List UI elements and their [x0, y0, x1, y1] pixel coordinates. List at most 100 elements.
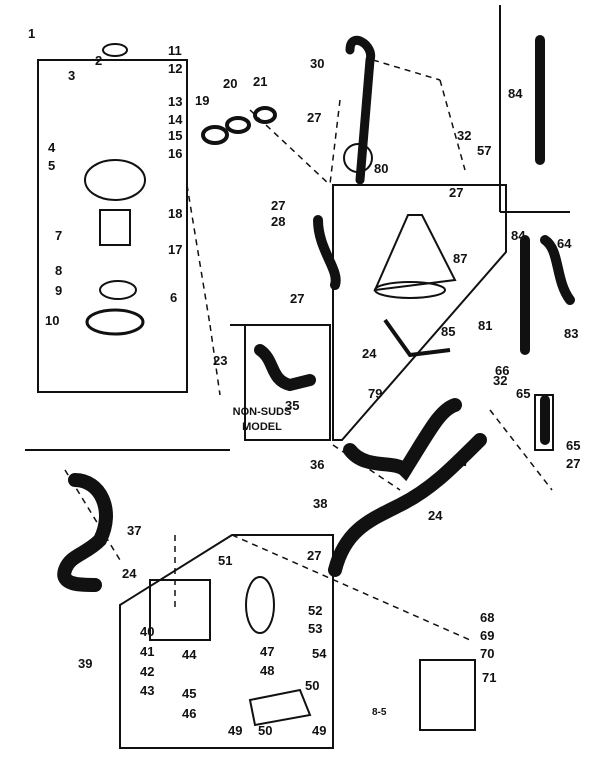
callout-p13: 13: [168, 94, 182, 109]
callout-p30: 30: [310, 56, 324, 71]
callout-p41: 41: [140, 644, 154, 659]
panel-outline: [332, 184, 507, 441]
panel-outline: [119, 534, 334, 749]
seal-ring: [225, 116, 251, 134]
seal-ring: [85, 308, 145, 336]
callout-p7: 7: [55, 228, 62, 243]
hose: [540, 235, 575, 305]
callout-p2: 2: [95, 53, 102, 68]
callout-p65: 65: [516, 386, 530, 401]
callout-p27: 27: [307, 110, 321, 125]
drain-cone: [373, 214, 457, 292]
callout-p65: 65: [566, 438, 580, 453]
leader-line: [329, 99, 341, 185]
callout-p5: 5: [48, 158, 55, 173]
callout-p79: 79: [368, 386, 382, 401]
callout-p44: 44: [182, 647, 197, 662]
callout-p49: 49: [228, 723, 242, 738]
callout-p3: 3: [68, 68, 75, 83]
callout-p70: 70: [480, 646, 494, 661]
hose: [328, 433, 487, 577]
leader-line: [186, 184, 211, 326]
leader-line: [372, 59, 441, 81]
callout-p4: 4: [48, 140, 56, 155]
callout-p46: 46: [182, 706, 196, 721]
callout-p27: 27: [307, 548, 321, 563]
hose: [343, 398, 462, 482]
non-suds-box: [230, 324, 331, 441]
pump-body: [149, 579, 211, 641]
callout-p49: 49: [312, 723, 326, 738]
hose: [57, 473, 113, 592]
callout-p9: 9: [55, 283, 62, 298]
callout-p32: 32: [493, 373, 507, 388]
callout-p27: 27: [271, 198, 285, 213]
leader-line: [249, 109, 331, 186]
callout-p51: 51: [218, 553, 232, 568]
callout-p36: 36: [310, 457, 324, 472]
callout-p1: 1: [28, 26, 35, 41]
hose: [313, 215, 341, 290]
seal-ring: [253, 106, 277, 124]
leader-line: [231, 534, 471, 641]
callout-p47: 47: [260, 644, 274, 659]
callout-p50: 50: [258, 723, 272, 738]
callout-p19: 19: [195, 93, 209, 108]
panel-outline: [37, 59, 188, 393]
callout-p68: 68: [480, 610, 494, 625]
callout-p45: 45: [182, 686, 196, 701]
callout-p84: 84: [508, 86, 523, 101]
hose: [345, 35, 376, 185]
callout-p32: 32: [457, 128, 471, 143]
callout-p17: 17: [168, 242, 182, 257]
callout-p57: 57: [477, 143, 491, 158]
callout-p20: 20: [223, 76, 237, 91]
drain-rod: [383, 318, 451, 358]
callout-p50: 50: [305, 678, 319, 693]
callout-p11: 11: [168, 43, 182, 58]
callout-p35: 35: [285, 398, 299, 413]
callout-p27: 27: [290, 291, 304, 306]
filter-screen: [245, 576, 275, 634]
callout-p54: 54: [312, 646, 327, 661]
callout-p42: 42: [140, 664, 154, 679]
callout-p81: 81: [478, 318, 492, 333]
hose: [254, 344, 316, 392]
clamp: [248, 688, 312, 727]
callout-p85: 85: [441, 324, 455, 339]
callout-p28: 28: [271, 214, 285, 229]
callout-p48: 48: [260, 663, 274, 678]
seal-ring: [201, 125, 229, 145]
footer-code: 8-5: [372, 707, 387, 718]
callout-p37: 37: [127, 523, 141, 538]
callout-p38: 38: [313, 496, 327, 511]
callout-p14: 14: [168, 112, 183, 127]
callout-p57: 57: [455, 454, 469, 469]
callout-p21: 21: [253, 74, 267, 89]
callout-p10: 10: [45, 313, 59, 328]
valve-body: [343, 143, 373, 173]
callout-p84: 84: [511, 228, 526, 243]
leader-line: [439, 79, 466, 171]
callout-p64: 64: [557, 236, 572, 251]
callout-p6: 6: [170, 290, 177, 305]
callout-p27: 27: [449, 185, 463, 200]
valve-block: [99, 209, 131, 246]
callout-p39: 39: [78, 656, 92, 671]
drain-cone-base: [374, 281, 446, 299]
callout-p80: 80: [374, 161, 388, 176]
callout-p18: 18: [168, 206, 182, 221]
callout-p83: 83: [564, 326, 578, 341]
callout-p24: 24: [362, 346, 377, 361]
callout-p69: 69: [480, 628, 494, 643]
impeller: [99, 280, 137, 300]
callout-p16: 16: [168, 146, 182, 161]
model-box-label: MODEL: [242, 421, 282, 433]
mounting-bracket: [419, 659, 476, 731]
coupling: [534, 394, 554, 451]
pulley: [102, 43, 128, 57]
leader-line: [209, 324, 221, 396]
callout-p12: 12: [168, 61, 182, 76]
callout-p71: 71: [482, 670, 496, 685]
